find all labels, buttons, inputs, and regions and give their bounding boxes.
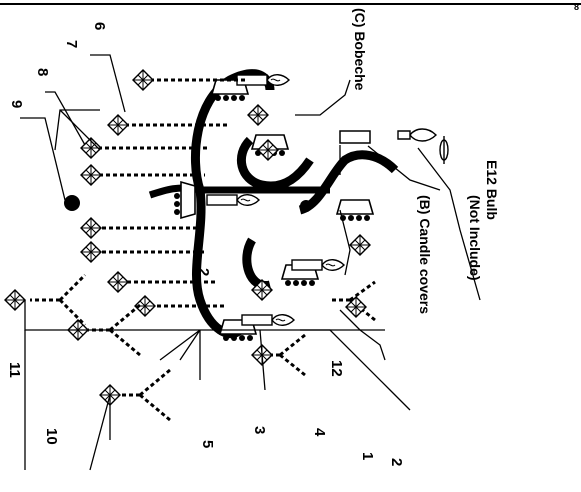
callout-6: 6: [91, 22, 108, 30]
callout-3: 3: [251, 426, 268, 434]
callout-10: 10: [43, 428, 60, 445]
callout-8: 8: [34, 68, 51, 76]
callout-2: 2: [388, 458, 405, 466]
candle-cover-part: [339, 130, 371, 144]
callout-11: 11: [6, 362, 23, 378]
caption-bulb-line1: E12 Bulb: [484, 160, 500, 220]
callout-1: 1: [359, 452, 376, 460]
bulb-part: [397, 128, 437, 142]
crystal-strands: [4, 69, 376, 422]
callout-7: 7: [63, 40, 80, 48]
caption-candle-covers: (B) Candle covers: [417, 195, 433, 314]
callout-4: 4: [311, 428, 328, 437]
corner-mark: 8: [574, 2, 579, 12]
spare-parts: [339, 128, 449, 164]
callout-5: 5: [199, 440, 216, 448]
caption-bobeche: (C) Bobeche: [352, 8, 368, 91]
caption-bulb-line2: (Not Include): [467, 195, 483, 281]
callout-12: 12: [328, 360, 345, 377]
callout-9: 9: [8, 100, 25, 108]
callout-2-inner: 2: [195, 268, 212, 276]
leader-lines: [20, 54, 481, 471]
